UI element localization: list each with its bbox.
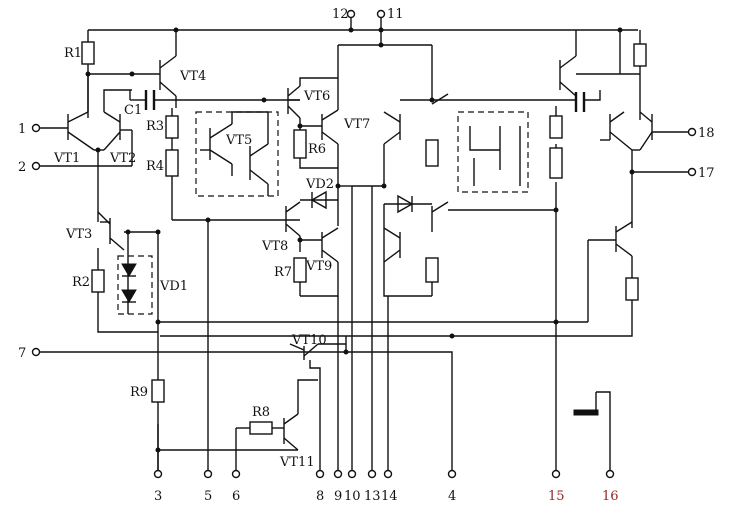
resistor-right-a [425, 139, 439, 167]
pin-label-5: 5 [204, 489, 212, 504]
label-vt5: VT5 [225, 133, 252, 148]
label-r1: R1 [64, 46, 82, 61]
wiring [38, 18, 688, 470]
junction-dots [85, 27, 635, 453]
pin-label-6: 6 [232, 489, 240, 504]
terminal-15 [551, 469, 561, 479]
pin-label-11: 11 [387, 7, 404, 22]
pin-label-16: 16 [602, 489, 619, 504]
terminal-8 [315, 469, 325, 479]
label-r2: R2 [72, 275, 90, 290]
terminal-7 [31, 347, 41, 357]
terminal-6 [231, 469, 241, 479]
label-vd2: VD2 [305, 177, 334, 192]
pin-label-8: 8 [316, 489, 324, 504]
pin-label-2: 2 [18, 160, 26, 175]
terminal-17 [687, 167, 697, 177]
pin-label-1: 1 [18, 122, 26, 137]
label-vt3: VT3 [65, 227, 92, 242]
pin-label-18: 18 [698, 126, 715, 141]
capacitor-c1 [144, 90, 156, 110]
label-vt2: VT2 [109, 151, 136, 166]
pin-terminals [31, 9, 697, 479]
pin-label-9: 9 [334, 489, 342, 504]
resistor-r8 [249, 421, 273, 435]
label-r6: R6 [308, 142, 326, 157]
terminal-16 [605, 469, 615, 479]
label-vt6: VT6 [303, 89, 330, 104]
terminal-1 [31, 123, 41, 133]
right-dashed-box [457, 111, 529, 193]
label-vt10: VT10 [291, 333, 327, 348]
label-vt9: VT9 [305, 259, 332, 274]
label-vd1: VD1 [159, 279, 188, 294]
terminal-2 [31, 161, 41, 171]
terminal-14 [383, 469, 393, 479]
pin-label-10: 10 [344, 489, 361, 504]
terminal-18 [687, 127, 697, 137]
pin-label-4: 4 [448, 489, 456, 504]
resistor-r4 [165, 149, 179, 177]
label-vt7: VT7 [343, 117, 370, 132]
terminal-10 [347, 469, 357, 479]
terminal-9 [333, 469, 343, 479]
resistor-right-e [633, 43, 647, 67]
pin-label-3: 3 [154, 489, 162, 504]
resistor-r2 [91, 269, 105, 293]
pin-label-13: 13 [364, 489, 381, 504]
terminal-12 [346, 9, 356, 19]
pin16-bar-symbol [573, 409, 599, 416]
component-labels: R1 C1 VT4 VT1 VT2 R3 R4 VT5 VT6 VT7 R6 V… [53, 46, 370, 470]
resistor-r3 [165, 115, 179, 139]
terminal-3 [153, 469, 163, 479]
label-vt4: VT4 [179, 69, 206, 84]
label-r4: R4 [146, 159, 164, 174]
diode-vd2 [310, 190, 327, 210]
resistor-right-f [625, 277, 639, 301]
label-vt8: VT8 [261, 239, 288, 254]
resistor-r6 [293, 129, 307, 159]
label-c1: C1 [124, 103, 142, 118]
diode-vd1-box [117, 255, 153, 315]
label-r3: R3 [146, 119, 164, 134]
label-r9: R9 [130, 385, 148, 400]
label-vt1: VT1 [53, 151, 80, 166]
diode-right [397, 194, 414, 214]
pin-label-17: 17 [698, 166, 715, 181]
pin-label-12: 12 [332, 7, 349, 22]
resistor-right-d [549, 147, 563, 179]
terminal-11 [376, 9, 386, 19]
label-r7: R7 [274, 265, 292, 280]
capacitor-right [560, 90, 601, 112]
resistor-r7 [293, 257, 307, 283]
resistor-right-b [425, 257, 439, 283]
pin-label-7: 7 [18, 346, 26, 361]
label-vt11: VT11 [279, 455, 315, 470]
pin-label-15: 15 [548, 489, 565, 504]
label-r8: R8 [252, 405, 270, 420]
terminal-13 [367, 469, 377, 479]
pin-label-14: 14 [381, 489, 398, 504]
resistor-right-c [549, 115, 563, 139]
terminal-4 [447, 469, 457, 479]
vt5-dashed-box [195, 111, 279, 197]
resistor-r9 [151, 379, 165, 403]
pin-numbers: 1 2 7 12 11 18 17 3 5 6 8 9 10 13 14 4 1… [18, 7, 715, 504]
resistor-r1 [81, 41, 95, 65]
terminal-5 [203, 469, 213, 479]
